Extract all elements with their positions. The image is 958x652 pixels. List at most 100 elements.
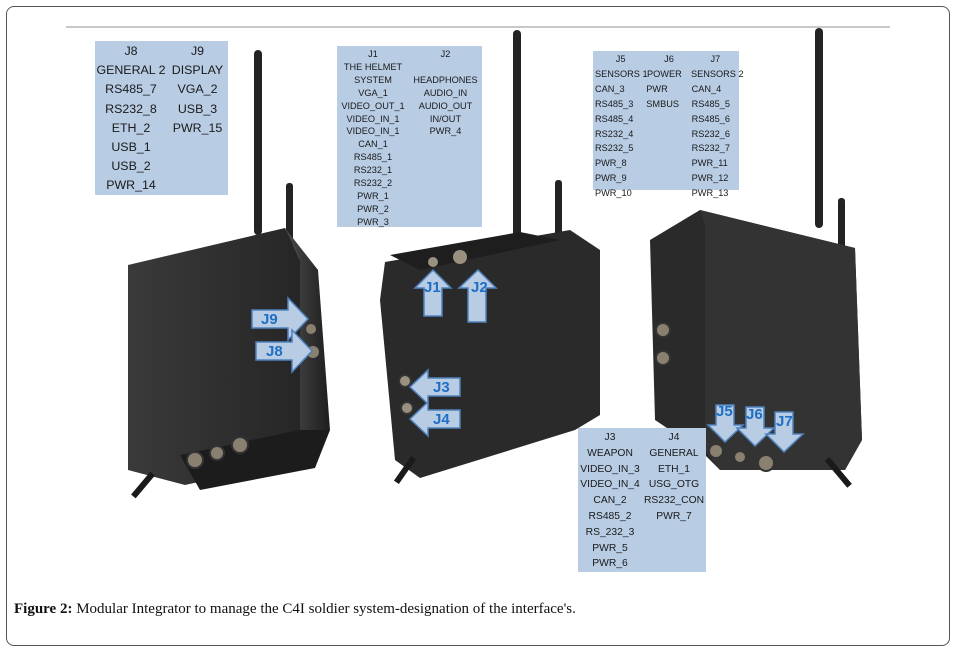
column-header: J4 <box>668 432 680 443</box>
table-cell: RS232_CON <box>643 495 705 507</box>
device-left-view <box>128 50 330 499</box>
connector <box>453 250 467 264</box>
table-cell: CAN_3 <box>595 83 625 94</box>
table-row: PWR_1 <box>337 190 482 203</box>
table-cell: VIDEO_IN_1 <box>346 113 400 124</box>
connector <box>655 322 671 338</box>
table-row: VIDEO_IN_3 ETH_1 <box>578 462 706 478</box>
table-cell <box>646 127 691 142</box>
column-header: J1 <box>368 49 378 59</box>
table-cell: PWR_14 <box>106 178 156 193</box>
table-row: RS485_1 <box>337 151 482 164</box>
table-cell: PWR_2 <box>357 203 389 214</box>
column-header: J5 <box>615 54 626 64</box>
table-cell <box>646 186 691 201</box>
arrow-j9 <box>251 296 310 342</box>
table-cell: CAN_1 <box>358 139 388 150</box>
arrow-label-j5: J5 <box>716 403 733 420</box>
antenna <box>815 28 823 228</box>
table-row: PWR_2 <box>337 203 482 216</box>
arrow-j2 <box>457 268 498 323</box>
table-cell: PWR_4 <box>429 126 462 137</box>
connector <box>428 257 438 267</box>
arrow-j1 <box>413 268 453 317</box>
arrow-j4 <box>408 400 461 438</box>
table-cell <box>646 141 691 156</box>
table-cell: RS232_7 <box>691 143 730 154</box>
connector <box>398 374 412 388</box>
table-cell: SMBUS <box>646 98 679 109</box>
table-cell: PWR_8 <box>595 158 627 169</box>
table-cell: HEADPHONES <box>413 74 478 85</box>
table-cell: PWR_12 <box>691 173 729 184</box>
table-cell: VIDEO_OUT_1 <box>341 100 405 111</box>
table-cell: GENERAL 2 <box>96 63 166 78</box>
table-cell: ETH_1 <box>657 463 691 475</box>
table-row: THE HELMET <box>337 61 482 74</box>
table-cell: SENSORS 1 <box>595 68 648 79</box>
table-cell: IN/OUT <box>429 113 462 124</box>
arrow-label-j7: J7 <box>776 413 793 430</box>
antenna <box>555 180 562 245</box>
table-cell: RS232_8 <box>105 101 157 116</box>
table-cell: AUDIO_IN <box>423 87 468 98</box>
table-cell: PWR_10 <box>595 188 632 199</box>
table-cell: PWR_15 <box>172 120 223 135</box>
table-cell: USB_2 <box>111 159 151 174</box>
table-row: VIDEO_IN_1 IN/OUT <box>337 113 482 126</box>
table-cell: PWR_5 <box>592 542 628 554</box>
table-row: ETH_2 PWR_15 <box>95 119 228 138</box>
arrow-label-j4: J4 <box>433 411 450 428</box>
table-cell: VIDEO_IN_3 <box>580 463 640 475</box>
table-cell: USB_3 <box>177 101 218 116</box>
table-cell: PWR_9 <box>595 173 627 184</box>
table-cell: RS485_4 <box>595 113 634 124</box>
table-cell <box>167 157 228 176</box>
arrow-label-j3: J3 <box>433 379 450 396</box>
table-row: PWR_9 PWR_12 <box>593 171 739 186</box>
table-cell: RS485_2 <box>588 510 632 522</box>
table-cell: ETH_2 <box>111 120 151 135</box>
device-illustration <box>128 28 862 499</box>
figure-caption: Figure 2: Modular Integrator to manage t… <box>14 601 576 618</box>
table-cell <box>409 164 482 177</box>
table-cell <box>646 171 691 186</box>
connector <box>306 324 316 334</box>
table-cell <box>646 156 691 171</box>
table-cell: POWER <box>647 68 682 79</box>
column-header: J7 <box>710 54 721 64</box>
antenna <box>513 30 521 240</box>
table-row: PWR_3 <box>337 216 482 229</box>
table-row: CAN_2 RS232_CON <box>578 493 706 509</box>
arrow-j7 <box>764 411 805 454</box>
table-cell: RS485_3 <box>595 98 634 109</box>
table-cell <box>642 541 706 557</box>
table-row: USB_1 <box>95 138 228 157</box>
device-rear-view <box>650 28 862 488</box>
table-cell: PWR <box>646 83 668 94</box>
table-row: RS_232_3 <box>578 525 706 541</box>
arrow-j3 <box>408 368 461 406</box>
table-row: PWR_14 <box>95 176 228 195</box>
table-cell <box>642 525 706 541</box>
table-cell: PWR_1 <box>357 190 389 201</box>
table-cell: CAN_2 <box>593 495 627 507</box>
table-cell: USB_1 <box>111 140 151 155</box>
caption-label: Figure 2: <box>14 601 73 617</box>
table-row: RS232_1 <box>337 164 482 177</box>
table-cell <box>642 556 706 572</box>
